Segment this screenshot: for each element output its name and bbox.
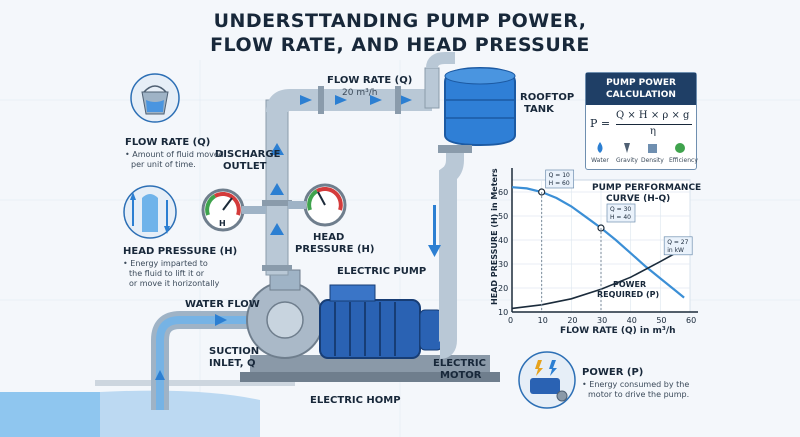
page-title-line1: UNDERSTTANDING PUMP POWER, (213, 10, 587, 32)
chart-x-tick-label: 60 (686, 316, 696, 325)
return-pipe (438, 145, 464, 359)
head-pressure-label-1: HEAD (313, 232, 345, 243)
chart-power-label: REQUIRED (P) (597, 290, 659, 299)
rooftop-tank-label-1: ROOFTOP (520, 92, 575, 103)
page-title-line2: FLOW RATE, AND HEAD PRESSURE (210, 34, 590, 56)
discharge-outlet-label-1: DISCHARGE (215, 149, 281, 160)
chart-annotation-q27-text: in kW (667, 247, 684, 254)
pump-power-box-title-2: CALCULATION (606, 90, 676, 100)
icon-label-efficiency: Efficiency (669, 157, 698, 164)
flow-rate-top-label: FLOW RATE (Q) (327, 75, 413, 86)
formula-divider (616, 124, 692, 125)
power-desc-2: motor to drive the pump. (588, 390, 690, 399)
chart-y-tick-label: 40 (498, 236, 508, 245)
chart-annotation-q10-box (545, 169, 575, 189)
pressure-gauge-left (201, 188, 266, 232)
chart-x-tick-label: 40 (627, 316, 637, 325)
ground-slab (95, 380, 295, 386)
water-pool (0, 392, 100, 437)
chart-annotation-q27-text: Q = 27 (667, 239, 688, 246)
density-icon (648, 144, 657, 153)
head-pressure-icon (123, 185, 177, 239)
water-icon (597, 142, 603, 153)
chart-annotation-q30-box (606, 203, 636, 223)
gauge-h-letter: H (219, 219, 226, 228)
chart-x-tick-label: 30 (597, 316, 607, 325)
electric-pump-label: ELECTRIC PUMP (337, 266, 427, 277)
rooftop-tank-label-2: TANK (524, 104, 554, 115)
pump-power-box-title-1: PUMP POWER (606, 78, 676, 88)
chart-y-tick-label: 20 (498, 284, 508, 293)
chart-title-line1: PUMP PERFORMANCE (592, 183, 701, 193)
head-pressure-title: HEAD PRESSURE (H) (123, 246, 238, 257)
formula-p-label: P = (590, 117, 611, 130)
flow-rate-desc-2: per unit of time. (131, 160, 196, 169)
water-surface (100, 390, 260, 437)
suction-arrow-right (215, 314, 227, 326)
icon-label-water: Water (591, 157, 609, 164)
chart-annotation-q10-text: H = 60 (549, 180, 570, 187)
chart-annotation-q10-text: Q = 10 (549, 172, 570, 179)
gravity-icon (624, 143, 630, 153)
pressure-gauge-right (288, 183, 347, 227)
power-title: POWER (P) (582, 367, 644, 378)
chart-y-tick-label: 30 (498, 260, 508, 269)
flow-rate-title: FLOW RATE (Q) (125, 137, 211, 148)
head-desc-1: • Energy imparted to (123, 259, 208, 268)
bucket-icon (130, 73, 180, 123)
pump-power-box-header: PUMP POWER CALCULATION (586, 73, 696, 105)
suction-arrow-up (155, 370, 165, 380)
chart-y-tick-label: 10 (498, 308, 508, 317)
chart-x-label: FLOW RATE (Q) in m³/h (560, 326, 676, 336)
chart-annotation-q30-text: H = 40 (610, 214, 631, 221)
chart-x-tick-label: 10 (538, 316, 548, 325)
top-flow-arrows (300, 95, 412, 105)
power-desc-1: • Energy consumed by the (582, 380, 690, 389)
electric-motor-label-1: ELECTRIC (433, 358, 486, 369)
flow-rate-top-value: 20 m³/h (342, 88, 378, 98)
chart-annotation-q30-text: Q = 30 (610, 206, 631, 213)
top-pipe (266, 89, 432, 113)
chart-power-label: POWER (613, 280, 646, 289)
head-desc-3: or move it horizontally (129, 279, 220, 288)
icon-label-gravity: Gravity (616, 157, 638, 164)
head-pressure-label-2: PRESSURE (H) (295, 244, 375, 255)
power-icon (518, 351, 576, 409)
flow-rate-desc-1: • Amount of fluid moved (125, 150, 224, 159)
chart-x-tick-label: 0 (508, 316, 513, 325)
icon-label-density: Density (641, 157, 664, 164)
chart-y-tick-label: 60 (498, 188, 508, 197)
suction-inlet-label-2: INLET, Q (209, 358, 256, 369)
formula-icons (597, 142, 685, 153)
electric-motor-label-2: MOTOR (440, 370, 482, 381)
suction-inlet-label-1: SUCTION (209, 346, 260, 357)
chart-y-tick-label: 50 (498, 212, 508, 221)
pump-base (250, 355, 490, 373)
chart-x-tick-label: 20 (567, 316, 577, 325)
chart-y-label: HEAD PRESSURE (H) in Meters (490, 168, 499, 305)
chart-title-line2: CURVE (H-Q) (606, 194, 670, 204)
water-flow-label: WATER FLOW (185, 299, 260, 310)
efficiency-icon (675, 143, 685, 153)
discharge-outlet-label-2: OUTLET (223, 161, 267, 172)
formula-denominator: η (650, 126, 656, 137)
formula-numerator: Q × H × ρ × g (616, 110, 690, 121)
head-desc-2: the fluid to lift it or (129, 269, 205, 278)
pump-power-calculation-box: PUMP POWER CALCULATION P = Q × H × ρ × g… (585, 72, 698, 170)
chart-annotation-q27-box (663, 236, 693, 256)
electric-homp-label: ELECTRIC HOMP (310, 395, 401, 406)
chart-x-tick-label: 50 (656, 316, 666, 325)
